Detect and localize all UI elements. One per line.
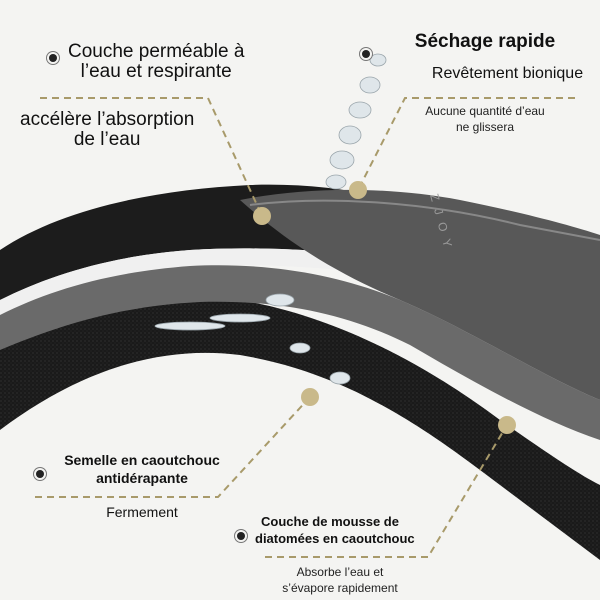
- water-drops: [154, 53, 387, 385]
- title-line: l’eau et respirante: [80, 60, 232, 82]
- callout-top-left-sub: accélère l’absorption de l’eau: [20, 110, 194, 150]
- marker-dots: [253, 181, 516, 434]
- desc-line: Aucune quantité d’eau: [425, 104, 545, 118]
- desc-line: Absorbe l’eau et: [296, 565, 384, 579]
- top-surface: [240, 189, 600, 400]
- callout-top-right-desc: Aucune quantité d’eau ne glissera: [410, 104, 560, 135]
- white-stripe: [0, 248, 600, 315]
- callout-bottom-left-title: Semelle en caoutchouc antidérapante: [52, 452, 232, 487]
- callout-bottom-right-desc: Absorbe l’eau et s’évapore rapidement: [275, 564, 405, 596]
- desc-line: ne glissera: [455, 119, 515, 134]
- callout-bottom-left-desc: Fermement: [106, 504, 178, 520]
- title-line: antidérapante: [96, 469, 188, 486]
- title-line: diatomées en caoutchouc: [255, 530, 415, 546]
- callout-top-left-title: Couche perméable à l’eau et respirante: [68, 42, 244, 82]
- top-layer: [0, 265, 600, 440]
- bullet-icon: [49, 54, 57, 62]
- bullet-icon: [237, 532, 245, 540]
- bullet-icon: [36, 470, 44, 478]
- callout-bottom-right-title: Couche de mousse de diatomées en caoutch…: [255, 514, 415, 548]
- desc-line: s’évapore rapidement: [282, 581, 398, 596]
- title-line: Semelle en caoutchouc: [64, 452, 220, 468]
- callout-top-right-title: Séchage rapide: [414, 31, 556, 52]
- bullet-icon: [362, 50, 370, 58]
- title-line: Couche de mousse de: [261, 514, 399, 529]
- leader-lines: [35, 97, 575, 558]
- title-line: Couche perméable à: [68, 41, 245, 62]
- callout-top-right-sub: Revêtement bionique: [431, 65, 584, 82]
- sub-line: de l’eau: [73, 128, 141, 150]
- sub-line: accélère l’absorption: [20, 109, 195, 130]
